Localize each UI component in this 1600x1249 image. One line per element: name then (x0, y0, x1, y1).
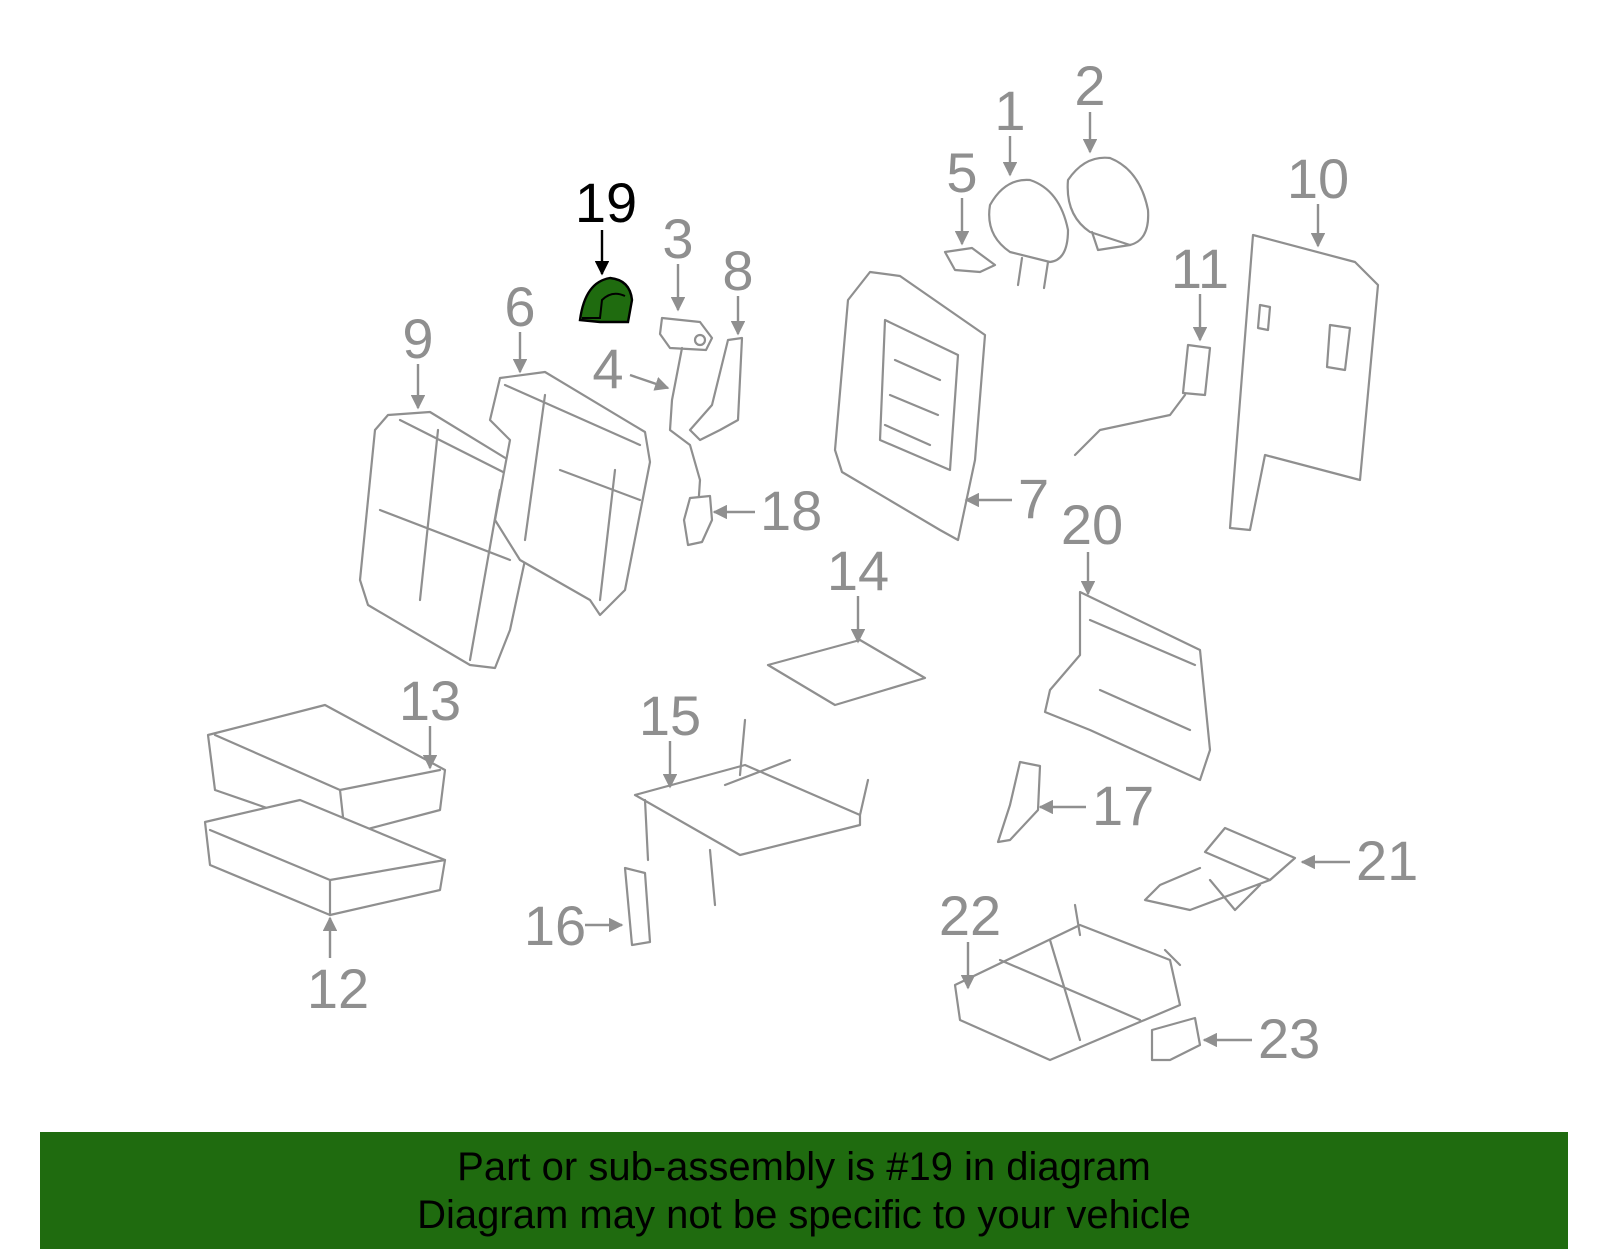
svg-text:1: 1 (994, 79, 1025, 142)
callout-2: 2 (1074, 54, 1106, 154)
part-22-track (953, 903, 1182, 1062)
part-3-lock (658, 316, 714, 352)
part-7-frame (833, 270, 987, 542)
callout-1: 1 (994, 79, 1026, 177)
callout-21: 21 (1300, 829, 1418, 892)
part-2-headrest (1066, 156, 1150, 252)
callout-13: 13 (399, 669, 461, 770)
part-6-seatback (488, 370, 652, 617)
callout-23: 23 (1202, 1007, 1320, 1070)
svg-text:11: 11 (1171, 237, 1229, 300)
part-17-trim (996, 760, 1042, 844)
parts-diagram: 1 2 3 4 5 6 7 8 9 10 11 12 (203, 54, 1418, 1070)
part-11-belt (1073, 343, 1212, 457)
callout-17: 17 (1038, 774, 1154, 837)
svg-text:21: 21 (1356, 829, 1418, 892)
part-4-cable (668, 346, 702, 512)
svg-text:12: 12 (307, 957, 369, 1020)
svg-text:13: 13 (399, 669, 461, 732)
svg-text:20: 20 (1061, 493, 1123, 556)
part-9-seatback-cover (358, 410, 542, 670)
callout-12: 12 (307, 916, 369, 1020)
part-19-highlighted (578, 276, 634, 324)
part-5-clip (943, 246, 997, 274)
callout-15: 15 (639, 684, 701, 789)
part-13-cushion-cover (206, 703, 447, 837)
part-14-mat (766, 638, 927, 707)
svg-text:9: 9 (402, 307, 433, 370)
part-15-frame (633, 718, 870, 907)
svg-text:18: 18 (760, 479, 822, 542)
callout-4: 4 (592, 337, 670, 400)
banner-line-part-number: Part or sub-assembly is #19 in diagram (457, 1144, 1151, 1189)
callout-20: 20 (1061, 493, 1123, 596)
callout-3: 3 (662, 207, 694, 312)
callout-14: 14 (827, 539, 889, 644)
svg-text:2: 2 (1074, 54, 1105, 117)
callout-9: 9 (402, 307, 434, 410)
callout-11: 11 (1171, 237, 1229, 342)
svg-text:16: 16 (524, 894, 586, 957)
svg-text:14: 14 (827, 539, 889, 602)
part-18-bracket (682, 494, 714, 547)
callout-16: 16 (524, 894, 624, 957)
svg-text:8: 8 (722, 239, 753, 302)
callout-6: 6 (504, 275, 536, 374)
part-10-panel (1228, 233, 1380, 532)
svg-text:15: 15 (639, 684, 701, 747)
svg-text:6: 6 (504, 275, 535, 338)
callout-10: 10 (1287, 147, 1349, 248)
svg-text:22: 22 (939, 884, 1001, 947)
part-21-lever (1143, 826, 1297, 912)
banner-line-disclaimer: Diagram may not be specific to your vehi… (417, 1192, 1191, 1237)
svg-text:3: 3 (662, 207, 693, 270)
part-1-headrest (988, 178, 1070, 290)
svg-text:4: 4 (592, 337, 623, 400)
callout-18: 18 (712, 479, 822, 542)
callout-7: 7 (964, 467, 1049, 530)
part-23-cover (1150, 1016, 1202, 1062)
svg-text:19: 19 (575, 171, 637, 234)
part-12-cushion (203, 798, 447, 917)
svg-text:5: 5 (946, 141, 977, 204)
svg-text:7: 7 (1018, 467, 1049, 530)
callout-8: 8 (722, 239, 754, 336)
callout-22: 22 (939, 884, 1001, 990)
part-8-hinge (688, 336, 744, 442)
callout-5: 5 (946, 141, 978, 246)
callout-19-highlighted: 19 (575, 171, 637, 276)
svg-text:10: 10 (1287, 147, 1349, 210)
info-banner: Part or sub-assembly is #19 in diagram D… (40, 1132, 1568, 1249)
svg-text:17: 17 (1092, 774, 1154, 837)
part-16-bracket (623, 866, 652, 947)
part-20-board (1043, 590, 1212, 782)
svg-text:23: 23 (1258, 1007, 1320, 1070)
